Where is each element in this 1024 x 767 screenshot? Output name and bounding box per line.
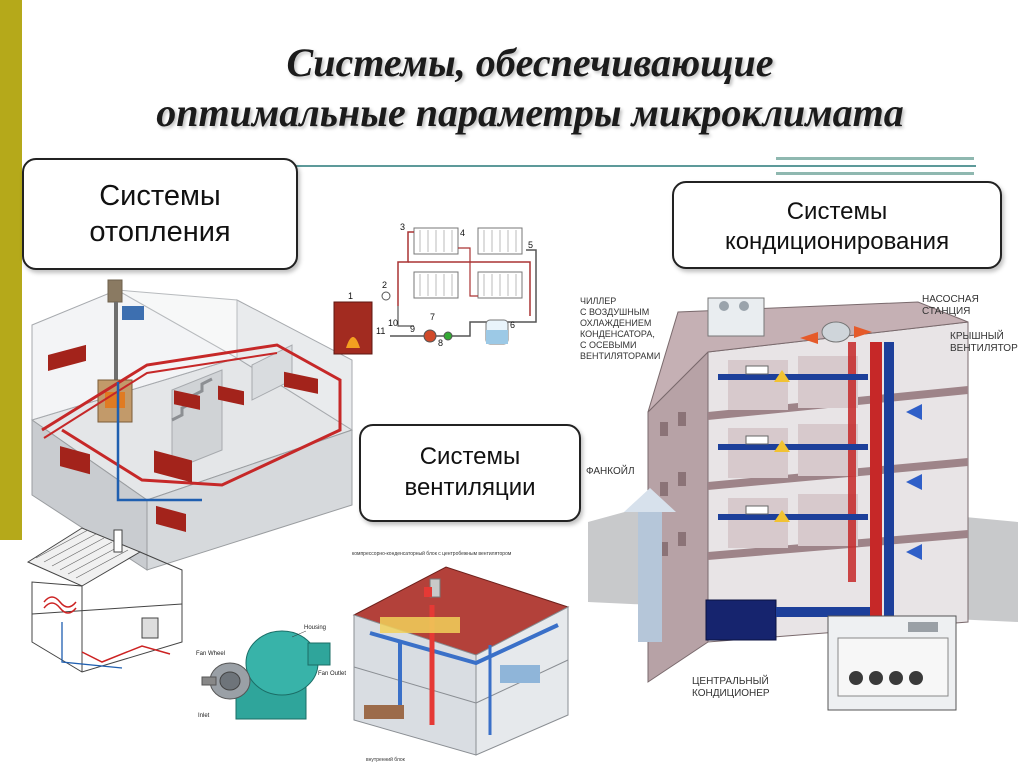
- callout-line: КОНДЕНСАТОРА,: [580, 329, 655, 339]
- callout-line: ВЕНТИЛЯТОР: [950, 343, 1018, 354]
- title-line-2: оптимальные параметры микроклимата: [156, 90, 904, 135]
- heating-label-line-2: отопления: [89, 216, 231, 248]
- page-title: Системы, обеспечивающие оптимальные пара…: [60, 38, 1000, 138]
- callout-line: ЦЕНТРАЛЬНЫЙ: [692, 676, 769, 687]
- underfloor-heating-sketch: [26, 527, 183, 673]
- schematic-number: 1: [348, 291, 353, 301]
- callout-line: ОХЛАЖДЕНИЕМ: [580, 318, 652, 328]
- central-ac-callout: ЦЕНТРАЛЬНЫЙ КОНДИЦИОНЕР: [692, 676, 770, 700]
- ventilation-label-line-1: Системы: [419, 443, 521, 470]
- conditioning-systems-label: Системы кондиционирования: [672, 181, 1002, 269]
- callout-line: КРЫШНЫЙ: [950, 331, 1004, 342]
- vent-top-caption: компрессорно-конденсаторный блок с центр…: [352, 550, 512, 557]
- pump-station-callout: НАСОСНАЯ СТАНЦИЯ: [922, 294, 979, 318]
- fan-label-outlet: Fan Outlet: [318, 671, 346, 677]
- callout-line: ФАНКОЙЛ: [586, 466, 635, 477]
- heating-label-line-1: Системы: [99, 180, 221, 212]
- ventilation-label-line-2: вентиляции: [404, 474, 536, 501]
- schematic-number: 10: [388, 318, 398, 328]
- chiller-callout: ЧИЛЛЕР С ВОЗДУШНЫМ ОХЛАЖДЕНИЕМ КОНДЕНСАТ…: [580, 296, 660, 362]
- ventilation-systems-label: Системы вентиляции: [359, 424, 581, 522]
- conditioning-label-line-1: Системы: [786, 198, 888, 225]
- schematic-number: 6: [510, 320, 515, 330]
- schematic-number: 9: [410, 324, 415, 334]
- roof-fan-callout: КРЫШНЫЙ ВЕНТИЛЯТОР: [950, 331, 1018, 355]
- callout-line: СТАНЦИЯ: [922, 306, 971, 317]
- fan-label-wheel: Fan Wheel: [196, 651, 225, 657]
- schematic-number: 3: [400, 222, 405, 232]
- fancoil-callout: ФАНКОЙЛ: [586, 466, 635, 477]
- fan-label-housing: Housing: [304, 625, 326, 631]
- schematic-number: 4: [460, 228, 465, 238]
- conditioning-label-line-2: кондиционирования: [724, 228, 950, 255]
- title-rule-accent: [776, 157, 974, 175]
- title-rule: [296, 165, 976, 167]
- left-accent-bar: [0, 0, 22, 540]
- callout-line: С ВОЗДУШНЫМ: [580, 307, 650, 317]
- callout-line: КОНДИЦИОНЕР: [692, 688, 770, 699]
- heating-house-illustration: [30, 279, 354, 571]
- schematic-number: 5: [528, 240, 533, 250]
- heating-systems-label: Системы отопления: [22, 158, 298, 270]
- ventilation-house-illustration: компрессорно-конденсаторный блок с центр…: [352, 550, 570, 763]
- schematic-number: 2: [382, 280, 387, 290]
- schematic-number: 7: [430, 312, 435, 322]
- fan-label-inlet: Inlet: [198, 713, 210, 719]
- vent-bottom-caption: внутренний блок: [366, 756, 406, 763]
- schematic-number: 11: [376, 326, 385, 336]
- callout-line: ВЕНТИЛЯТОРАМИ: [580, 351, 661, 361]
- callout-line: НАСОСНАЯ: [922, 294, 979, 305]
- heating-circuit-schematic: 1 2 3 4 5 6 7 8 9 10 11: [333, 222, 537, 355]
- title-line-1: Системы, обеспечивающие: [286, 40, 774, 85]
- centrifugal-fan-illustration: Housing Fan Wheel Fan Outlet Inlet: [196, 625, 346, 720]
- air-conditioning-building-cutaway: [588, 297, 1018, 711]
- schematic-number: 8: [438, 338, 443, 348]
- callout-line: ЧИЛЛЕР: [580, 296, 617, 306]
- callout-line: С ОСЕВЫМИ: [580, 340, 637, 350]
